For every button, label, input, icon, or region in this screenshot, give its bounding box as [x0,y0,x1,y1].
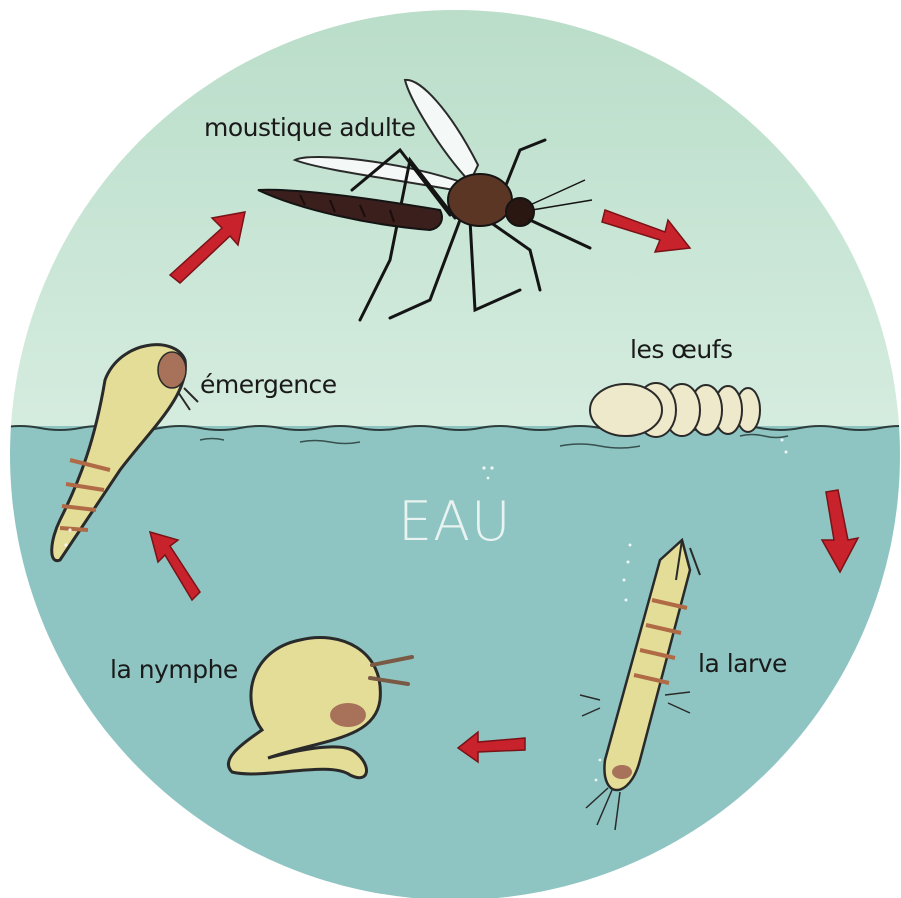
label-pupa: la nymphe [110,655,238,684]
label-larva: la larve [698,649,787,678]
label-emergence: émergence [200,370,337,399]
mosquito-thorax [448,174,512,226]
label-water: EAU [398,490,512,553]
label-adult-mosquito: moustique adulte [204,113,416,142]
mosquito-head [506,198,534,226]
label-eggs: les œufs [630,335,733,364]
eggs-illustration [590,383,760,437]
